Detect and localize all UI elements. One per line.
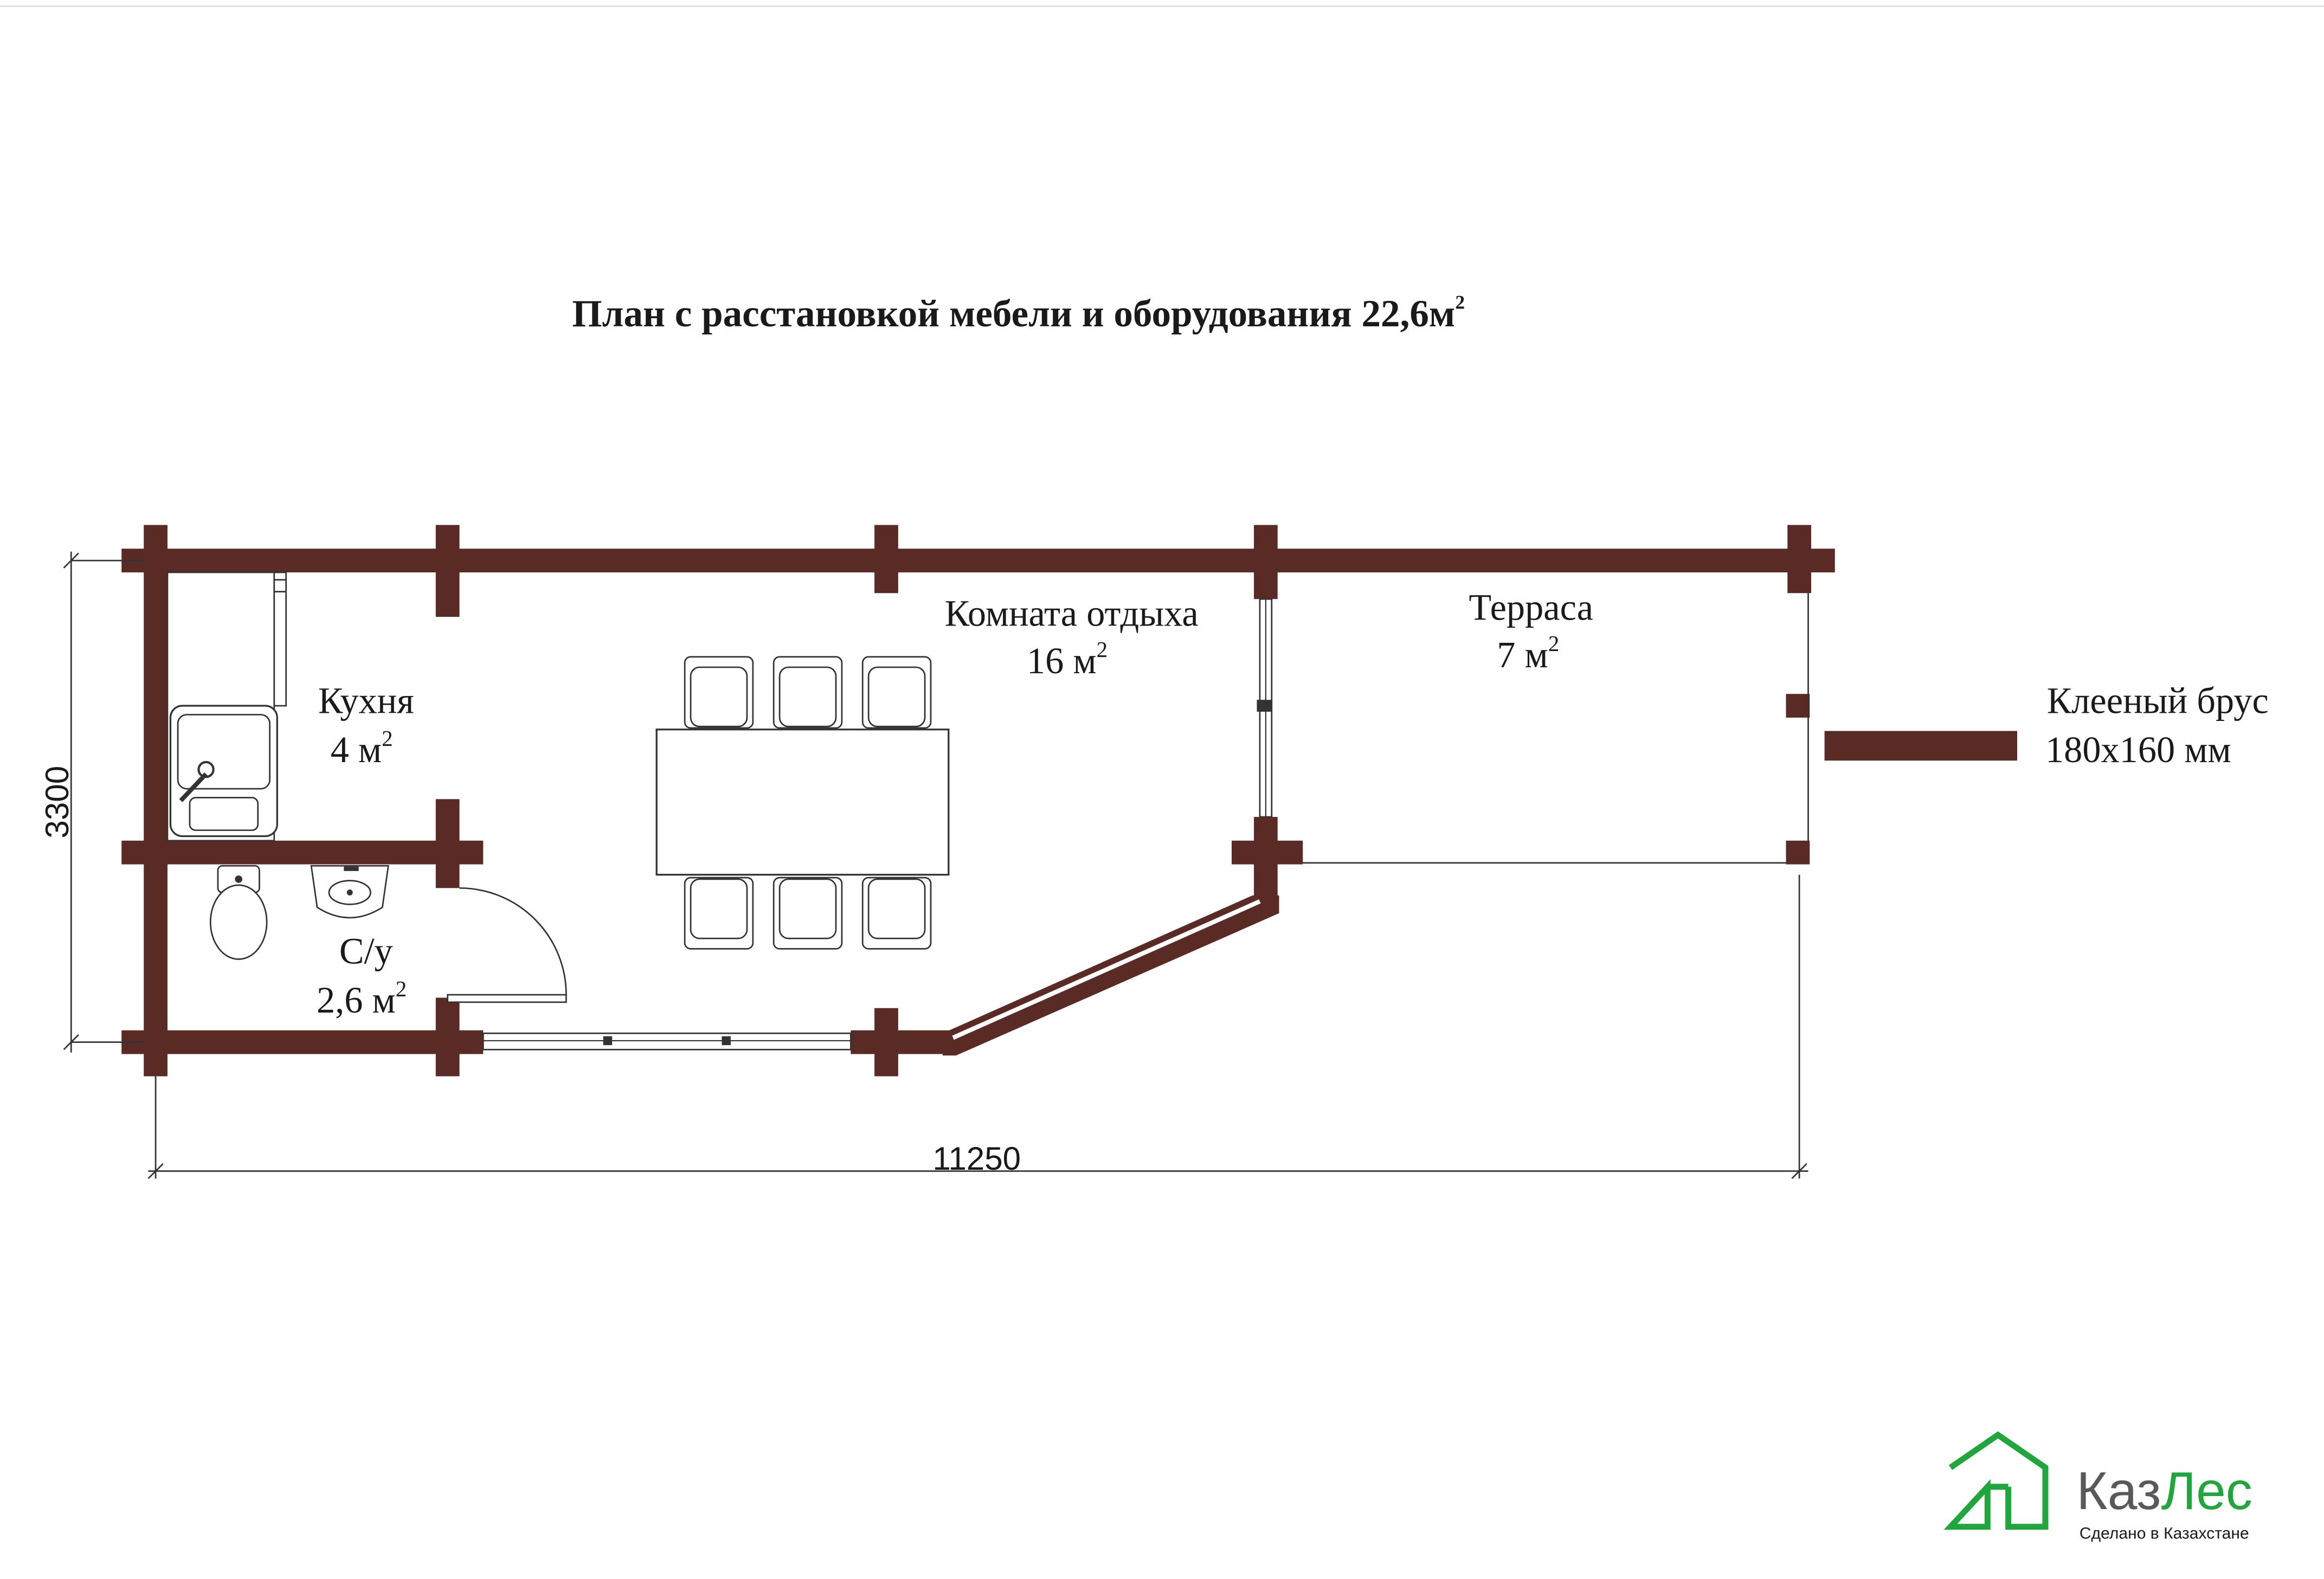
walls bbox=[121, 525, 1835, 1077]
chair bbox=[861, 876, 932, 950]
toilet bbox=[209, 865, 268, 960]
wall-top bbox=[121, 549, 1835, 572]
bathroom-door bbox=[447, 887, 567, 1003]
lounge-area: 16 м2 bbox=[1027, 637, 1108, 681]
bottom-window bbox=[482, 1032, 852, 1050]
angled-glazing bbox=[942, 895, 1279, 1056]
lounge-area-sup: 2 bbox=[1097, 637, 1108, 662]
terrace-area-sup: 2 bbox=[1548, 631, 1560, 656]
dining-table bbox=[655, 729, 950, 876]
post-top-right bbox=[1787, 525, 1812, 594]
post-top-598 bbox=[874, 525, 898, 594]
washbasin bbox=[310, 865, 389, 919]
legend-swatch bbox=[1824, 731, 2018, 761]
terrace-area-text: 7 м bbox=[1497, 634, 1548, 675]
legend-line2: 180х160 мм bbox=[2045, 729, 2231, 770]
kitchen-area-sup: 2 bbox=[382, 726, 393, 751]
bathroom-label: С/у bbox=[339, 931, 393, 972]
bathroom-area-sup: 2 bbox=[396, 976, 407, 1001]
logo-name-part1: Каз bbox=[2076, 1461, 2161, 1520]
terrace-area: 7 м2 bbox=[1497, 631, 1559, 675]
logo-name: КазЛес bbox=[2076, 1461, 2252, 1520]
dimension-height bbox=[63, 551, 144, 1053]
kitchen-area: 4 м2 bbox=[331, 726, 393, 770]
kitchen-sink bbox=[169, 705, 278, 837]
page-title-text: План с расстановкой мебели и оборудовани… bbox=[572, 293, 1455, 335]
page-title: План с расстановкой мебели и оборудовани… bbox=[572, 291, 1465, 335]
page-title-sup: 2 bbox=[1455, 291, 1465, 313]
lounge-area-text: 16 м bbox=[1027, 640, 1097, 681]
wall-bottom-mid bbox=[851, 1030, 952, 1054]
chair bbox=[772, 656, 843, 729]
chair bbox=[684, 656, 754, 729]
wall-bath-door-side bbox=[435, 997, 460, 1077]
dimension-width bbox=[147, 874, 1808, 1180]
chairs-top bbox=[684, 656, 932, 729]
bathroom-area: 2,6 м2 bbox=[317, 976, 407, 1021]
chair bbox=[684, 876, 754, 950]
lounge-label: Комната отдыха bbox=[945, 592, 1199, 634]
terrace-label: Терраса bbox=[1469, 587, 1593, 628]
kitchen-area-text: 4 м bbox=[331, 729, 382, 770]
chair bbox=[772, 876, 843, 950]
wall-bath-post bbox=[435, 799, 460, 888]
angled-wall bbox=[942, 895, 1279, 1056]
logo-tagline: Сделано в Казахстане bbox=[2080, 1525, 2249, 1543]
dimension-height-label: 3300 bbox=[39, 766, 75, 839]
dimension-width-label: 11250 bbox=[932, 1140, 1021, 1177]
post-top-854 bbox=[1254, 525, 1278, 600]
chairs-bottom bbox=[684, 876, 932, 950]
post-top-302 bbox=[435, 525, 460, 617]
terrace-post-mid bbox=[1786, 694, 1810, 718]
side-window bbox=[1257, 598, 1273, 818]
house-icon bbox=[1943, 1431, 2049, 1530]
post-bottom-598 bbox=[874, 1008, 898, 1077]
logo-name-part2: Лес bbox=[2161, 1461, 2252, 1520]
post-mid-854-horizontal bbox=[1232, 840, 1303, 865]
kitchen-label: Кухня bbox=[318, 680, 414, 721]
bathroom-area-text: 2,6 м bbox=[317, 979, 396, 1021]
wall-interior-kitchen-bath bbox=[121, 840, 484, 865]
kazles-logo: КазЛес Сделано в Казахстане bbox=[1943, 1431, 2252, 1543]
terrace-edges bbox=[1303, 593, 1809, 864]
chair bbox=[861, 656, 932, 729]
terrace-post-bottom bbox=[1786, 840, 1810, 865]
wall-bottom-left bbox=[121, 1030, 484, 1054]
wall-left bbox=[144, 525, 168, 1077]
legend-line1: Клееный брус bbox=[2047, 680, 2269, 721]
